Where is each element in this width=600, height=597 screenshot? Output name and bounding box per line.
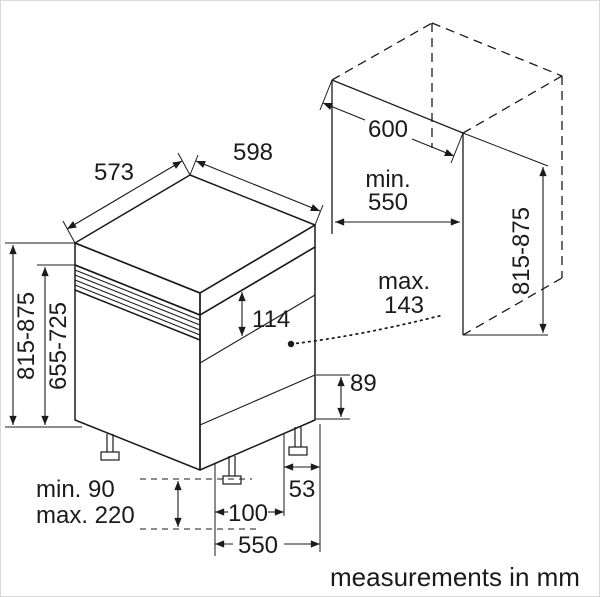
dishwasher-drawing: [74, 174, 316, 485]
door-max-label: max.: [378, 268, 430, 295]
plinth-max-label: max. 220: [36, 502, 135, 529]
niche-depth-min-label: min.: [365, 166, 410, 193]
control-panel-strip: [74, 269, 201, 341]
niche-depth-value: 550: [368, 189, 408, 216]
adjustable-feet: [100, 427, 308, 485]
niche-height-dimension: 815-875: [508, 207, 535, 295]
control-panel-height-dimension: 114: [252, 306, 290, 333]
base-depth-dimension: 550: [238, 532, 278, 559]
top-depth-dimension: 573: [94, 159, 134, 186]
top-width-dimension: 598: [233, 139, 273, 166]
measurements-note: measurements in mm: [330, 562, 580, 592]
rear-clearance-dimension: 89: [350, 370, 377, 397]
front-foot-offset-dimension: 100: [228, 500, 268, 527]
niche-width-dimension: 600: [368, 116, 408, 143]
projection-dotted-line: [290, 314, 444, 345]
plinth-min-label: min. 90: [36, 476, 115, 503]
door-max-value: 143: [384, 292, 424, 319]
rear-foot-offset-dimension: 53: [289, 476, 316, 503]
appliance-height-dimension: 815-875: [13, 292, 40, 380]
dimension-lines: 573 598 600 min. 550 815-875 655-725 114…: [5, 79, 580, 592]
under-worktop-height-dimension: 655-725: [45, 302, 72, 390]
